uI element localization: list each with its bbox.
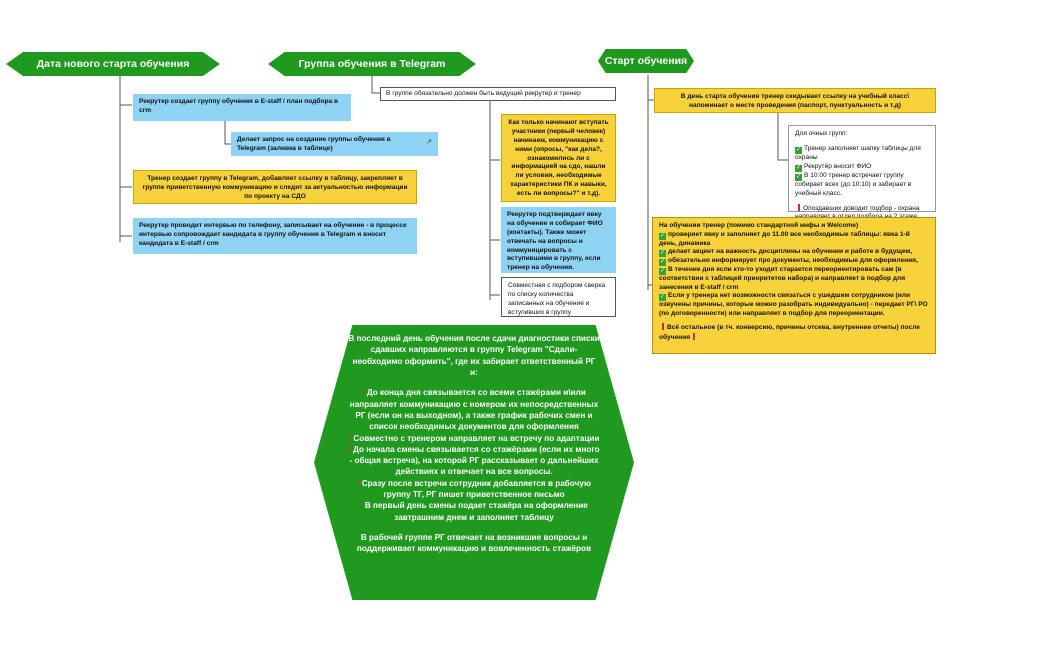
- left-node-2[interactable]: Делает запрос на создание группы обучени…: [231, 132, 438, 156]
- header-training-start[interactable]: Старт обучения: [598, 49, 694, 73]
- right-node-2[interactable]: Для очных групп: ✓Тренер заполняет шапку…: [788, 125, 936, 230]
- checkbox-icon: ✓: [659, 250, 666, 258]
- final-day-item-2: !Совместно с тренером направляет на встр…: [348, 433, 600, 443]
- left-node-2-text: Делает запрос на создание группы обучени…: [237, 136, 391, 152]
- header-telegram-group[interactable]: Группа обучения в Telegram: [268, 52, 476, 76]
- final-day-item-5: !В первый день смены подает стажёра на о…: [360, 501, 588, 522]
- right-node-3-item-5: ✓Если у тренера нет возможности связатьс…: [659, 292, 928, 317]
- final-day-intro: В последний день обучения после сдачи ди…: [348, 334, 600, 377]
- right-node-1[interactable]: В день старта обучения тренер скидывает …: [654, 88, 936, 113]
- exclamation-icon: !: [357, 478, 360, 488]
- middle-node-2[interactable]: Как только начинают вступать участники (…: [501, 114, 616, 202]
- middle-node-4[interactable]: Совместная с подбором сверка по списку к…: [501, 277, 616, 317]
- left-node-3[interactable]: Тренер создает группу в Telegram, добавл…: [133, 170, 417, 204]
- right-node-2-title: Для очных групп:: [795, 130, 848, 137]
- final-day-item-3: !До начала смены связывается со стажёрам…: [348, 444, 600, 477]
- checkbox-icon: ✓: [659, 294, 666, 302]
- checkbox-icon: ✓: [659, 259, 666, 267]
- link-icon[interactable]: ↗: [426, 139, 432, 146]
- checkbox-icon: ✓: [659, 232, 666, 240]
- right-node-2-item-2: ✓Рекрутёр вносит ФИО: [795, 162, 872, 172]
- checkbox-icon: ✓: [659, 268, 666, 276]
- exclamation-icon: !: [348, 444, 352, 454]
- right-node-3-footer: Всё остальное (в тч. конверсию, причины …: [659, 323, 920, 341]
- right-node-3-item-2: ✓делает акцент на важность дисциплины на…: [659, 248, 913, 258]
- right-node-2-item-3: ✓В 10:00 тренер встречает группу собирае…: [795, 171, 912, 197]
- checkbox-icon: ✓: [795, 173, 802, 181]
- left-node-1[interactable]: Рекрутер создает группу обучения в E-sta…: [133, 94, 351, 121]
- checkbox-icon: ✓: [795, 164, 802, 172]
- final-day-item-1: !До конца дня связывается со всеми стажё…: [349, 388, 599, 432]
- red-bar-icon: [693, 332, 696, 340]
- right-node-3-item-1: ✓проверяет явку и заполняет до 11.00 все…: [659, 230, 910, 247]
- right-node-2-item-1: ✓Тренер заполняет шапку таблицы для охра…: [795, 144, 921, 161]
- middle-node-1[interactable]: В группе обязательно должен быть ведущий…: [380, 87, 616, 101]
- red-bar-icon: [798, 203, 800, 211]
- final-day-outro: В рабочей группе РГ отвечает на возникши…: [356, 533, 592, 554]
- right-node-3-item-4: ✓В течение дня если кто-то уходит старае…: [659, 266, 906, 291]
- checkbox-icon: ✓: [795, 146, 802, 154]
- final-day-item-4: !Сразу после встречи сотрудник добавляет…: [357, 478, 591, 500]
- red-bar-icon: [662, 323, 664, 331]
- exclamation-icon: !: [360, 501, 363, 511]
- final-day-node[interactable]: В последний день обучения после сдачи ди…: [314, 325, 634, 600]
- right-node-3-item-3: ✓обязательно информирует про документы, …: [659, 257, 918, 267]
- right-node-3[interactable]: На обучении тренер (помимо стандартной и…: [652, 217, 936, 354]
- middle-node-3[interactable]: Рекрутер подтверждает явку на обучение и…: [501, 207, 616, 273]
- left-node-4[interactable]: Рекрутер проводит интервью по телефону, …: [133, 218, 417, 254]
- header-start-date[interactable]: Дата нового старта обучения: [6, 52, 220, 76]
- exclamation-icon: !: [348, 433, 352, 443]
- right-node-3-title: На обучении тренер (помимо стандартной и…: [659, 222, 859, 229]
- exclamation-icon: !: [362, 388, 365, 398]
